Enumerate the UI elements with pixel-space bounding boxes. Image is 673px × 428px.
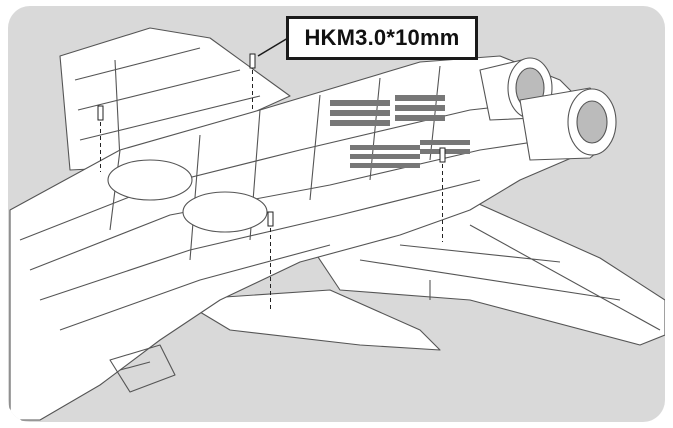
screw-1	[249, 53, 256, 110]
engine-nozzle-lower	[519, 87, 617, 161]
intake-right	[182, 191, 268, 233]
screw-4	[267, 211, 274, 310]
intake-left	[107, 159, 193, 201]
screw-spec-callout: HKM3.0*10mm	[286, 16, 478, 60]
callout-leader	[257, 37, 289, 57]
fuselage	[9, 55, 601, 421]
screw-2	[97, 105, 104, 172]
screw-3	[439, 147, 446, 242]
gear-bay	[109, 344, 176, 393]
lower-stabilizer	[179, 289, 441, 351]
